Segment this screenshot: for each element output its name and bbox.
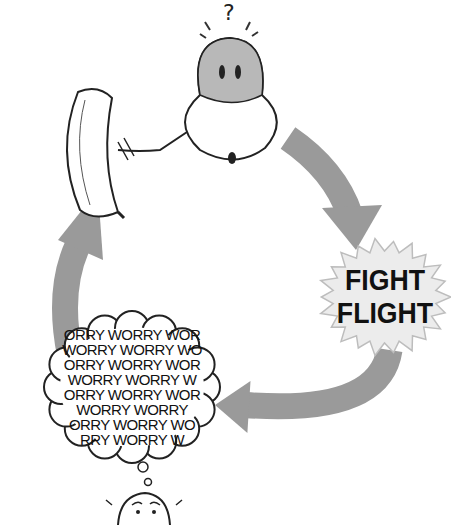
mouth [228,152,236,164]
worried-brows [132,502,160,505]
text-holder: FIGHT FLIGHT [318,238,451,356]
head-body [185,38,277,160]
worry-line: WORRY WORRY [76,402,188,417]
worried-head [118,493,170,525]
banana-stem [118,212,124,218]
worry-line: ORRY WORRY WOR [64,327,200,342]
worry-line: ORRY WORRY WO [69,417,195,432]
fingers [118,138,134,160]
worry-line: ORRY WORRY WOR [64,357,200,372]
text-holder: ORRY WORRY WORWORRY WORRY WOORRY WORRY W… [45,312,219,462]
thought-bubble [145,479,152,486]
eye [136,510,140,514]
cycle-arrow [215,350,390,433]
banana-line [80,100,90,205]
arrow-shaft [245,350,390,406]
starburst-node: FIGHT FLIGHT [318,238,451,356]
cloud-fill [60,327,204,447]
worry-line: WORRY WORRY WO [62,342,202,357]
eye [235,65,241,79]
question-mark: ? [223,0,235,25]
cycle-arrow [288,138,350,215]
thought-cloud: ORRY WORRY WORWORRY WORRY WOORRY WORRY W… [45,312,219,462]
node-title: FIGHT FLIGHT [333,264,436,330]
eye [152,510,156,514]
thought-bubble [138,462,148,472]
worry-line: ORRY WORRY WOR [64,387,200,402]
starburst-outline [321,239,451,356]
banana [67,89,118,216]
sweat-ticks [106,500,182,505]
worry-line: WORRY WORRY W [68,372,197,387]
worry-line: RRY WORRY W [80,432,184,447]
eye [219,65,225,79]
head-shade [198,38,263,103]
